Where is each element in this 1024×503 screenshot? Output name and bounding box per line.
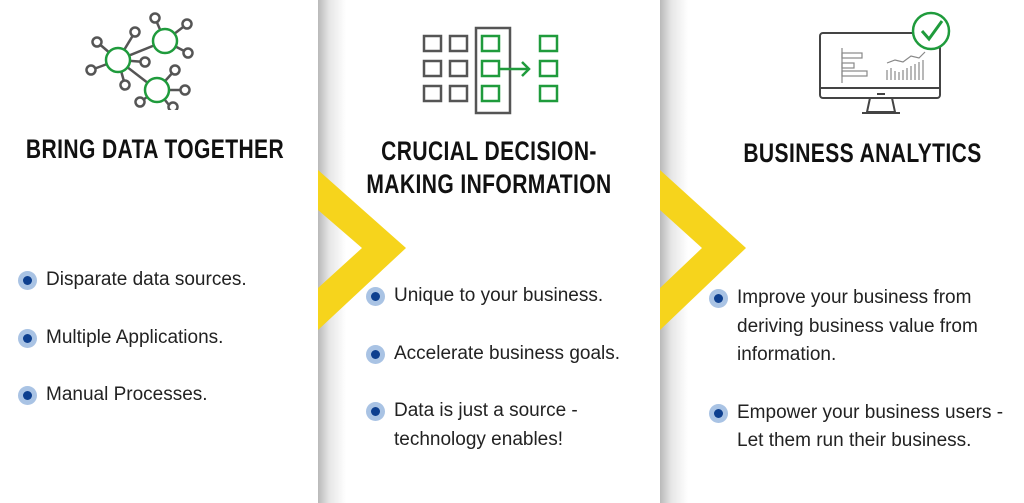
analytics-monitor-check-icon [819, 11, 951, 114]
bullet-text: Disparate data sources. [46, 269, 247, 290]
chevron-arrow-icon [660, 170, 746, 330]
list-item: Data is just a source - technology enabl… [366, 397, 629, 454]
bullet-icon [709, 289, 728, 308]
panel-shadow [660, 0, 688, 503]
panel-heading-line: MAKING INFORMATION [366, 169, 612, 199]
bullet-list: Unique to your business. Accelerate busi… [366, 282, 658, 483]
bullet-icon [366, 287, 385, 306]
list-item: Multiple Applications. [18, 324, 310, 353]
bullet-text: Data is just a source - technology enabl… [394, 400, 578, 450]
panel-bring-data-together: BRING DATA TOGETHER Disparate data sourc… [0, 0, 318, 503]
panel-shadow [318, 0, 346, 503]
bullet-text: Unique to your business. [394, 285, 604, 306]
list-item: Unique to your business. [366, 282, 658, 311]
bullet-icon [18, 328, 37, 348]
bullet-icon [709, 403, 728, 423]
list-item: Improve your business from deriving busi… [709, 284, 1011, 370]
bullet-text: Improve your business from deriving busi… [737, 287, 978, 365]
bullet-text: Manual Processes. [46, 384, 208, 405]
panel-heading-line: CRUCIAL DECISION- [381, 136, 597, 166]
bullet-icon [366, 344, 385, 364]
network-nodes-icon [85, 12, 194, 110]
list-item: Manual Processes. [18, 381, 310, 410]
bullet-icon [18, 271, 37, 290]
panel-heading: CRUCIAL DECISION- MAKING INFORMATION [356, 135, 623, 201]
panel-heading: BRING DATA TOGETHER [25, 134, 285, 164]
bullet-text: Accelerate business goals. [394, 342, 621, 364]
list-item: Disparate data sources. [18, 266, 310, 295]
panel-decision-making: CRUCIAL DECISION- MAKING INFORMATION Uni… [318, 0, 660, 503]
panel-heading: BUSINESS ANALYTICS [743, 138, 982, 168]
panel-business-analytics: BUSINESS ANALYTICS Improve your business… [660, 0, 1024, 503]
bullet-icon [18, 386, 37, 405]
bullet-icon [366, 402, 385, 421]
list-item: Accelerate business goals. [366, 340, 658, 369]
bullet-list: Disparate data sources. Multiple Applica… [18, 266, 310, 439]
bullet-list: Improve your business from deriving busi… [709, 284, 1011, 485]
list-item: Empower your business users - Let them r… [709, 399, 1007, 456]
chevron-arrow-icon [318, 170, 406, 330]
data-flow-grid-icon [422, 26, 559, 115]
bullet-text: Multiple Applications. [46, 326, 224, 348]
bullet-text: Empower your business users - Let them r… [737, 401, 1004, 452]
